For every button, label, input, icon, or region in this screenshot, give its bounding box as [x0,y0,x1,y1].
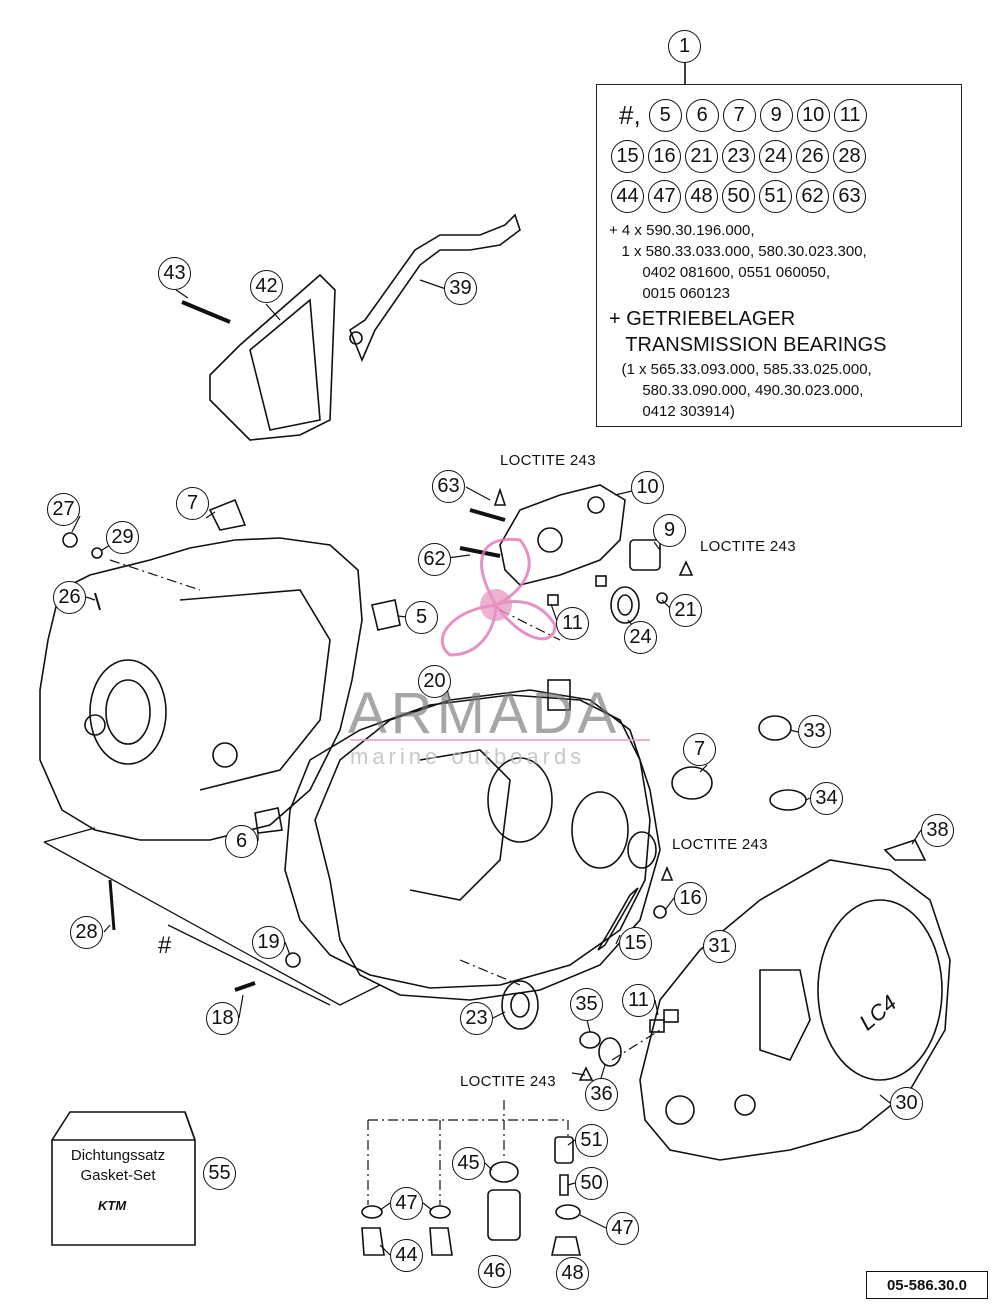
callout-15[interactable]: 15 [619,927,652,960]
callout-36[interactable]: 36 [585,1078,618,1111]
legend-callout[interactable]: 9 [759,99,793,132]
left-crankcase-half [39,537,363,841]
legend-callout[interactable]: 7 [722,99,756,132]
callout-19[interactable]: 19 [252,926,285,959]
legend-callout[interactable]: 50 [722,180,755,213]
callout-48[interactable]: 48 [556,1257,589,1290]
legend-callout[interactable]: 10 [796,99,830,132]
bearing-retainer-part [499,484,626,586]
callout-38[interactable]: 38 [921,814,954,847]
callout-35[interactable]: 35 [570,988,603,1021]
legend-text-line: 0412 303914) [609,403,735,420]
callout-39[interactable]: 39 [444,272,477,305]
callout-31[interactable]: 31 [703,930,736,963]
gasket-kit-label: Dichtungssatz Gasket-Set [62,1146,174,1186]
callout-1[interactable]: 1 [668,30,701,63]
callout-33[interactable]: 33 [798,715,831,748]
watermark-brand: ARMADA [348,681,621,746]
callout-26[interactable]: 26 [53,581,86,614]
gasket-set-hash: # [158,932,172,959]
callout-29[interactable]: 29 [106,521,139,554]
callout-9[interactable]: 9 [653,514,686,547]
callout-47[interactable]: 47 [606,1212,639,1245]
callout-16[interactable]: 16 [674,882,707,915]
legend-text-line: + GETRIEBELAGER [609,308,796,330]
watermark-subtitle: marine outboards [350,744,586,769]
legend-text-line: + 4 x 590.30.196.000, [609,222,755,239]
callout-23[interactable]: 23 [460,1002,493,1035]
callout-11[interactable]: 11 [556,607,589,640]
legend-callout[interactable]: 11 [833,99,867,132]
callout-42[interactable]: 42 [250,270,283,303]
callout-28[interactable]: 28 [70,916,103,949]
legend-callout[interactable]: 62 [796,180,829,213]
legend-text-line: (1 x 565.33.093.000, 585.33.025.000, [609,361,872,378]
callout-7[interactable]: 7 [683,733,716,766]
legend-box: #, 5 6 7 9 10 11 15 16 21 23 24 26 28 44… [596,84,962,427]
legend-callout[interactable]: 47 [648,180,681,213]
legend-callout[interactable]: 28 [833,140,866,173]
loctite-label: LOCTITE 243 [460,1073,556,1090]
callout-50[interactable]: 50 [575,1167,608,1200]
loctite-label: LOCTITE 243 [672,836,768,853]
clutch-cover [639,859,951,1161]
callout-46[interactable]: 46 [478,1255,511,1288]
legend-callout[interactable]: 51 [759,180,792,213]
callout-10[interactable]: 10 [631,471,664,504]
callout-20[interactable]: 20 [418,665,451,698]
legend-hash: #, [619,100,641,130]
loctite-label: LOCTITE 243 [700,538,796,555]
callout-44[interactable]: 44 [390,1239,423,1272]
callout-62[interactable]: 62 [418,543,451,576]
callout-18[interactable]: 18 [206,1002,239,1035]
legend-callout[interactable]: 44 [611,180,644,213]
crankcase-gasket [284,694,651,989]
callout-45[interactable]: 45 [452,1147,485,1180]
chain-guide-part [349,213,521,363]
callout-43[interactable]: 43 [158,257,191,290]
legend-row-2: 15 16 21 23 24 26 28 [611,140,866,173]
callout-55[interactable]: 55 [203,1157,236,1190]
legend-callout[interactable]: 5 [648,99,682,132]
legend-text-line: TRANSMISSION BEARINGS [609,334,887,356]
callout-63[interactable]: 63 [432,470,465,503]
callout-51[interactable]: 51 [575,1124,608,1157]
gasket-kit-line-1: Dichtungssatz [70,1147,166,1164]
diagram-part-number: 05-586.30.0 [866,1271,988,1299]
callout-5[interactable]: 5 [405,601,438,634]
sprocket-cover-part [209,273,336,441]
callout-7[interactable]: 7 [176,487,209,520]
legend-callout[interactable]: 16 [648,140,681,173]
legend-callout[interactable]: 21 [685,140,718,173]
legend-callout[interactable]: 6 [685,99,719,132]
legend-callout[interactable]: 48 [685,180,718,213]
callout-11[interactable]: 11 [622,984,655,1017]
callout-27[interactable]: 27 [47,493,80,526]
ktm-logo: KTM [98,1198,127,1213]
legend-row-1: #, 5 6 7 9 10 11 [619,99,867,132]
callout-21[interactable]: 21 [669,594,702,627]
legend-callout[interactable]: 26 [796,140,829,173]
callout-30[interactable]: 30 [890,1087,923,1120]
legend-text-line: 0402 081600, 0551 060050, [609,264,831,281]
legend-callout[interactable]: 15 [611,140,644,173]
legend-callout[interactable]: 63 [833,180,866,213]
legend-callout[interactable]: 24 [759,140,792,173]
callout-34[interactable]: 34 [810,782,843,815]
legend-text-line: 580.33.090.000, 490.30.023.000, [609,382,864,399]
legend-callout[interactable]: 23 [722,140,755,173]
callout-47[interactable]: 47 [390,1187,423,1220]
callout-24[interactable]: 24 [624,621,657,654]
gasket-kit-line-2: Gasket-Set [80,1167,156,1184]
legend-text-line: 1 x 580.33.033.000, 580.30.023.300, [609,243,867,260]
legend-text-line: 0015 060123 [609,285,730,302]
legend-row-3: 44 47 48 50 51 62 63 [611,180,866,213]
loctite-label: LOCTITE 243 [500,452,596,469]
watermark-logo [350,537,650,741]
callout-6[interactable]: 6 [225,825,258,858]
